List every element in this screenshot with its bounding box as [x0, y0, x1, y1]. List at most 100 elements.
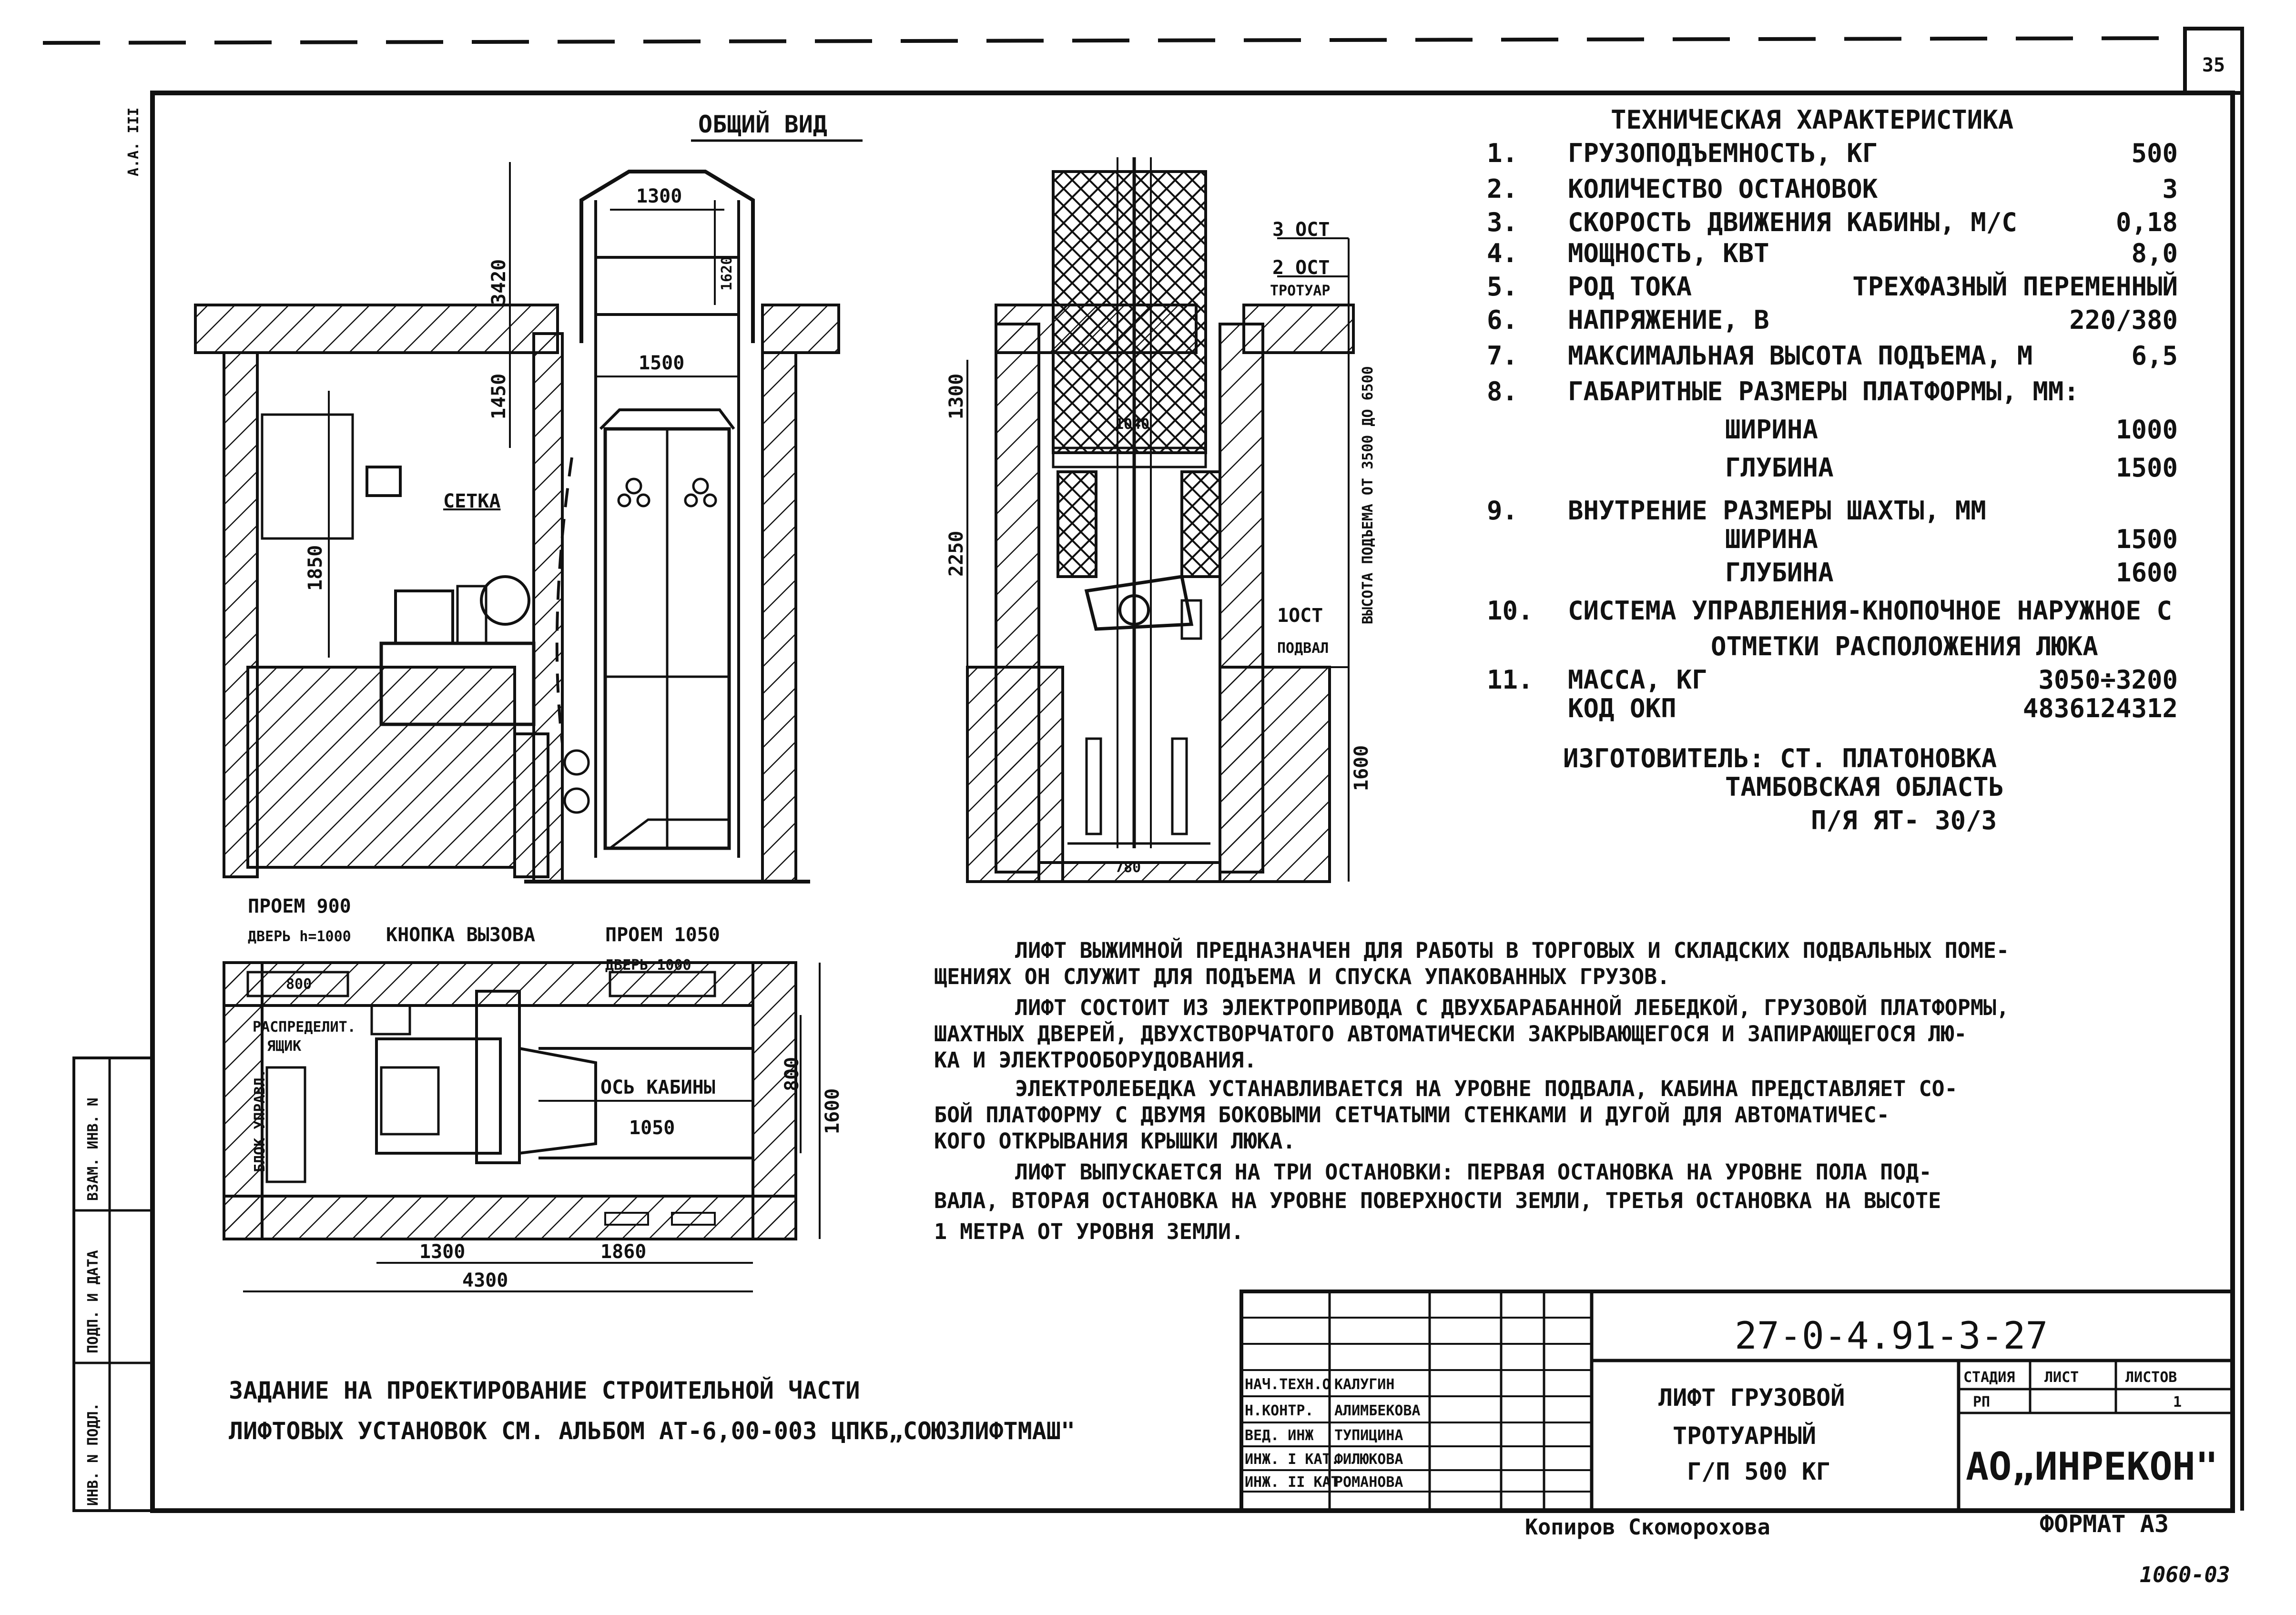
- call-button-label: КНОПКА ВЫЗОВА: [386, 924, 535, 946]
- dim-3420: 3420: [488, 259, 510, 305]
- signature-name: РОМАНОВА: [1334, 1474, 1403, 1491]
- dim-1040: 1040: [1115, 416, 1149, 433]
- description-line: ЛИФТ ВЫЖИМНОЙ ПРЕДНАЗНАЧЕН ДЛЯ РАБОТЫ В …: [1015, 938, 2009, 963]
- company-name: АО„ИНРЕКОН": [1966, 1444, 2218, 1489]
- dim-1300-top: 1300: [636, 185, 682, 207]
- description-line: КОГО ОТКРЫВАНИЯ КРЫШКИ ЛЮКА.: [934, 1128, 1296, 1154]
- dim-1300-plan: 1300: [419, 1241, 465, 1263]
- spec-label: СИСТЕМА УПРАВЛЕНИЯ-КНОПОЧНОЕ НАРУЖНОЕ С: [1568, 596, 2172, 626]
- opening-900: ПРОЕМ 900: [248, 895, 351, 917]
- stop-3: 3 ОСТ: [1272, 219, 1330, 241]
- spec-label: ГЛУБИНА: [1725, 558, 1834, 588]
- dim-1500: 1500: [639, 352, 684, 374]
- description-line: ШАХТНЫХ ДВЕРЕЙ, ДВУХСТВОРЧАТОГО АВТОМАТИ…: [934, 1021, 1967, 1046]
- spec-label: ГАБАРИТНЫЕ РАЗМЕРЫ ПЛАТФОРМЫ, ММ:: [1568, 376, 2079, 406]
- mesh-label: СЕТКА: [443, 490, 500, 512]
- maker-line-3: П/Я ЯТ- 30/3: [1811, 805, 1997, 835]
- spec-title: ТЕХНИЧЕСКАЯ ХАРАКТЕРИСТИКА: [1611, 105, 2013, 135]
- sheets-value: 1: [2173, 1394, 2182, 1411]
- basement-label: ПОДВАЛ: [1277, 640, 1329, 657]
- spec-number: 4.: [1487, 238, 1518, 268]
- spec-number: 8.: [1487, 376, 1518, 406]
- spec-number: 11.: [1487, 665, 1534, 695]
- door-1000: ДВЕРЬ 1000: [605, 957, 691, 974]
- spec-number: 1.: [1487, 138, 1518, 168]
- spec-label: МАКСИМАЛЬНАЯ ВЫСОТА ПОДЪЕМА, М: [1568, 341, 2032, 371]
- spec-value: 1500: [2116, 453, 2178, 483]
- sheets-header: ЛИСТОВ: [2125, 1369, 2177, 1386]
- spec-value: 3: [2162, 174, 2178, 204]
- signature-name: ТУПИЦИНА: [1334, 1427, 1403, 1444]
- spec-value: 220/380: [2069, 305, 2178, 335]
- dim-4300: 4300: [462, 1270, 508, 1291]
- description-line: ЭЛЕКТРОЛЕБЕДКА УСТАНАВЛИВАЕТСЯ НА УРОВНЕ…: [1015, 1076, 1958, 1101]
- spec-label: ГРУЗОПОДЪЕМНОСТЬ, КГ: [1568, 138, 1878, 168]
- signature-role: ВЕД. ИНЖ: [1245, 1427, 1314, 1444]
- spec-label: НАПРЯЖЕНИЕ, В: [1568, 305, 1769, 335]
- spec-label: ШИРИНА: [1725, 415, 1818, 445]
- description-line: ЩЕНИЯХ ОН СЛУЖИТ ДЛЯ ПОДЪЕМА И СПУСКА УП…: [934, 964, 1670, 989]
- description-line: 1 МЕТРА ОТ УРОВНЯ ЗЕМЛИ.: [934, 1219, 1244, 1244]
- plan-view: [223, 961, 821, 1292]
- spec-label: МАССА, КГ: [1568, 665, 1707, 695]
- control-block-label: БЛОК УПРАВЛ.: [252, 1069, 268, 1172]
- door-h1000: ДВЕРЬ h=1000: [248, 928, 351, 945]
- title-line-3: Г/П 500 КГ: [1687, 1458, 1830, 1485]
- spec-label: ШИРИНА: [1725, 524, 1818, 554]
- description-line: БОЙ ПЛАТФОРМУ С ДВУМЯ БОКОВЫМИ СЕТЧАТЫМИ…: [934, 1102, 1890, 1127]
- spec-value: 8,0: [2131, 238, 2178, 268]
- opening-1050: ПРОЕМ 1050: [605, 924, 720, 946]
- strip-inv-no: ИНВ. N ПОДЛ.: [85, 1402, 102, 1506]
- signature-role: Н.КОНТР.: [1245, 1402, 1314, 1419]
- distribution-label: РАСПРЕДЕЛИТ.: [253, 1019, 356, 1036]
- spec-value: ТРЕХФАЗНЫЙ ПЕРЕМЕННЫЙ: [1852, 272, 2178, 302]
- spec-number: 9.: [1487, 496, 1518, 526]
- dim-2250: 2250: [945, 531, 967, 577]
- dim-1600-plan: 1600: [822, 1088, 843, 1134]
- spec-value: 0,18: [2116, 207, 2178, 237]
- spec-number: 10.: [1487, 596, 1534, 626]
- strip-sign-date: ПОДП. И ДАТА: [85, 1250, 102, 1353]
- title-block: [1239, 1290, 2235, 1513]
- sheet-frame: [42, 27, 2244, 1513]
- title-line-1: ЛИФТ ГРУЗОВОЙ: [1658, 1383, 1845, 1412]
- format-label: ФОРМАТ А3: [2040, 1510, 2169, 1538]
- stop-1: 1ОСТ: [1277, 605, 1323, 627]
- spec-value: 4836124312: [2023, 693, 2178, 723]
- spec-label: МОЩНОСТЬ, КВТ: [1568, 238, 1769, 268]
- document-code: 27-0-4.91-3-27: [1735, 1315, 2048, 1358]
- spec-number: 2.: [1487, 174, 1518, 204]
- dim-780: 780: [1115, 859, 1141, 876]
- spec-value: 1000: [2116, 415, 2178, 445]
- stage-header: СТАДИЯ: [1963, 1369, 2015, 1386]
- spec-value: 1500: [2116, 524, 2178, 554]
- description-line: КА И ЭЛЕКТРООБОРУДОВАНИЯ.: [934, 1047, 1257, 1073]
- dim-1300-section: 1300: [945, 374, 967, 419]
- dim-1860: 1860: [600, 1241, 646, 1263]
- description-line: ЛИФТ ВЫПУСКАЕТСЯ НА ТРИ ОСТАНОВКИ: ПЕРВА…: [1015, 1159, 1932, 1185]
- stop-2: 2 ОСТ: [1272, 257, 1330, 279]
- sheet-header: ЛИСТ: [2044, 1369, 2079, 1386]
- dim-1850: 1850: [305, 545, 326, 591]
- signature-role: ИНЖ. II КАТ: [1245, 1474, 1340, 1491]
- dim-800-plan: 800: [781, 1057, 803, 1091]
- description-text: ЛИФТ ВЫЖИМНОЙ ПРЕДНАЗНАЧЕН ДЛЯ РАБОТЫ В …: [934, 938, 2009, 1244]
- spec-value: 1600: [2116, 558, 2178, 588]
- signature-role: ИНЖ. I КАТ.: [1245, 1451, 1340, 1468]
- archive-number: 1060-03: [2140, 1562, 2230, 1587]
- spec-label: СКОРОСТЬ ДВИЖЕНИЯ КАБИНЫ, М/С: [1568, 207, 2017, 237]
- box-label: ЯЩИК: [267, 1038, 301, 1055]
- spec-label: ОТМЕТКИ РАСПОЛОЖЕНИЯ ЛЮКА: [1711, 631, 2098, 661]
- spec-number: 7.: [1487, 341, 1518, 371]
- copier-line: Копиров Скоморохова: [1525, 1514, 1770, 1540]
- signature-role: НАЧ.ТЕХН.О: [1245, 1376, 1331, 1393]
- stage-value: РП: [1973, 1394, 1990, 1411]
- title-line-2: ТРОТУАРНЫЙ: [1673, 1422, 1816, 1450]
- lift-height-range: ВЫСОТА ПОДЪЕМА ОТ 3500 ДО 6500: [1360, 366, 1376, 624]
- dim-1620: 1620: [719, 256, 735, 291]
- signature-name: ФИЛЮКОВА: [1334, 1451, 1403, 1468]
- dim-1450: 1450: [488, 374, 510, 419]
- cabin-axis-label: ОСЬ КАБИНЫ: [600, 1077, 715, 1098]
